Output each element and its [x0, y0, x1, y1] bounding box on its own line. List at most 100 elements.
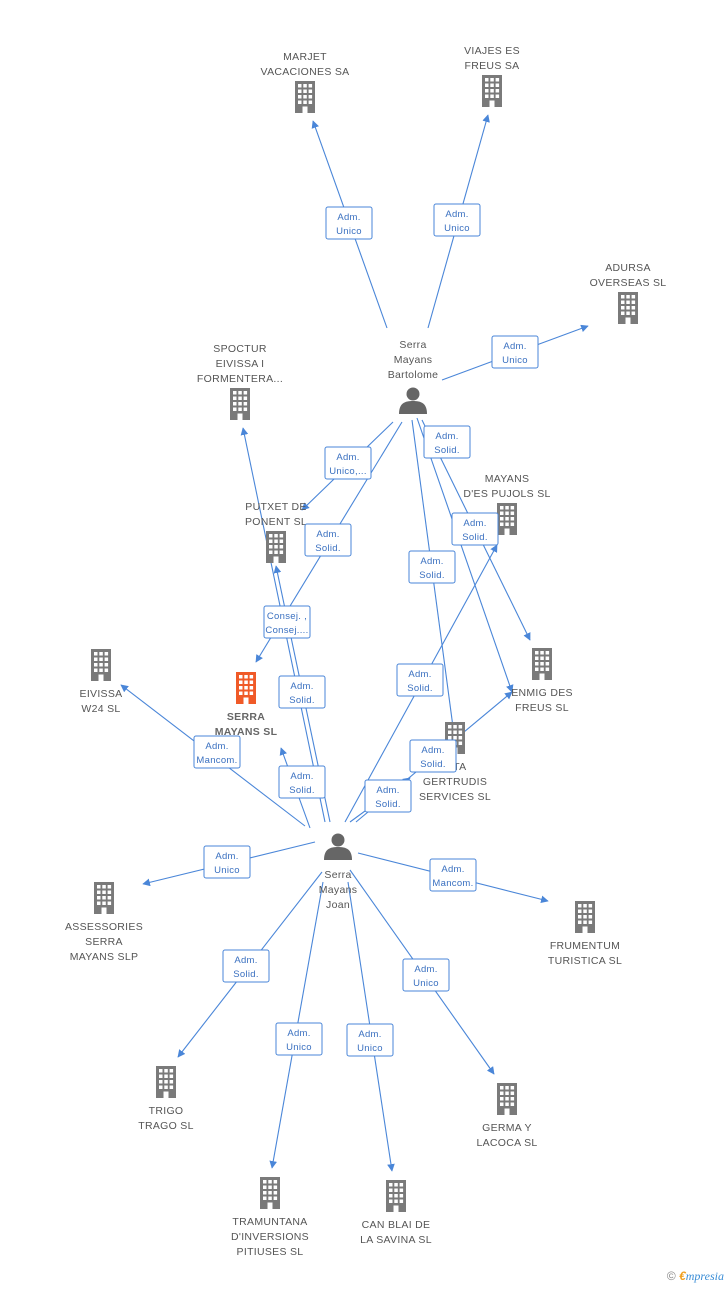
node-label: FREUS SL: [515, 702, 569, 714]
node-label: SERRA: [227, 711, 265, 723]
edge-label-joan-gertrudis[interactable]: Adm.Solid.: [409, 739, 457, 773]
edge-label-box: [433, 203, 481, 237]
node-label: MAYANS SLP: [70, 951, 139, 963]
person-icon: [399, 387, 427, 414]
edge-label-box: [364, 779, 412, 813]
node-adursa[interactable]: ADURSA OVERSEAS SL: [590, 262, 667, 324]
edge-label-joan-frumentum[interactable]: Adm.Mancom.: [429, 858, 477, 892]
edge-label-box: [222, 949, 270, 983]
node-label: PITIUSES SL: [237, 1246, 304, 1258]
edge-label-line: Unico: [357, 1043, 383, 1054]
edge-label-line: Solid.: [407, 683, 433, 694]
edge-label-line: Unico: [214, 865, 240, 876]
node-assessories[interactable]: ASSESSORIES SERRA MAYANS SLP: [65, 882, 143, 963]
edge-label-line: Solid.: [375, 799, 401, 810]
edge-label-joan-germa[interactable]: Adm.Unico: [402, 958, 450, 992]
edge-label-bartolome-serramayans[interactable]: Adm.Solid.: [304, 523, 352, 557]
edge-label-bartolome-gertrudis[interactable]: Adm. Solid.: [408, 550, 456, 584]
edge-label-line: Consej. ,: [267, 611, 307, 622]
footer-brand[interactable]: © €mpresia: [667, 1269, 724, 1284]
building-icon: [260, 1177, 280, 1209]
building-icon: [91, 649, 111, 681]
node-label: EIVISSA: [80, 688, 123, 700]
edge-label-bartolome-enmig[interactable]: Adm. Solid.: [451, 512, 499, 546]
edge-label-line: Unico,...: [329, 466, 367, 477]
edge-label-line: Adm.: [420, 556, 443, 567]
edge-label-joan-trigo[interactable]: Adm.Solid.: [222, 949, 270, 983]
edge-label-bartolome-mayanspujols[interactable]: Adm.Solid.: [423, 425, 471, 459]
node-label: ADURSA: [605, 262, 651, 274]
edge-label-box: [409, 739, 457, 773]
edge-label-bartolome-putxet[interactable]: Adm. Unico,...: [324, 446, 372, 480]
node-label: Serra: [324, 869, 351, 881]
edge-label-joan-enmig[interactable]: Adm. Solid.: [364, 779, 412, 813]
edge-label-box: [263, 605, 311, 639]
node-label: TRIGO: [149, 1105, 184, 1117]
edge-label-line: Unico: [413, 978, 439, 989]
node-label: SERRA: [85, 936, 123, 948]
edge-label-line: Adm.: [376, 785, 399, 796]
edge-label-line: Solid.: [315, 543, 341, 554]
edge-label-joan-assessories[interactable]: Adm.Unico: [203, 845, 251, 879]
edge-label-bartolome-adursa[interactable]: Adm.Unico: [491, 335, 539, 369]
edge-label-joan-canblai[interactable]: Adm. Unico: [346, 1023, 394, 1057]
node-label: PUTXET DE: [245, 501, 306, 513]
edge-label-line: Adm.: [503, 341, 526, 352]
edge-labels-layer: Adm.UnicoAdm.UnicoAdm.UnicoAdm.Solid.Adm…: [193, 203, 539, 1057]
brand-logo-text: mpresia: [685, 1269, 724, 1283]
edge-label-box: [275, 1022, 323, 1056]
edge-label-line: Solid.: [419, 570, 445, 581]
node-label: ASSESSORIES: [65, 921, 143, 933]
edge-label-line: Adm.: [336, 452, 359, 463]
edge-label-joan-mayanspujols[interactable]: Adm. Solid.: [396, 663, 444, 697]
node-label: Serra: [399, 339, 426, 351]
edge-label-joan-serramayans[interactable]: Adm.Solid.: [278, 765, 326, 799]
edge-label-line: Adm.: [441, 864, 464, 875]
edge-label-joan-spoctur[interactable]: Consej. ,Consej....: [263, 605, 311, 639]
edge-label-bartolome-viajes[interactable]: Adm.Unico: [433, 203, 481, 237]
building-icon: [295, 81, 315, 113]
node-label: GERTRUDIS: [423, 776, 487, 788]
node-label: OVERSEAS SL: [590, 277, 667, 289]
building-icon: [482, 75, 502, 107]
edge-label-joan-putxet[interactable]: Adm. Solid.: [278, 675, 326, 709]
edge-label-joan-tramuntana[interactable]: Adm.Unico: [275, 1022, 323, 1056]
node-label: Joan: [326, 899, 350, 911]
node-label: D'ES PUJOLS SL: [463, 488, 550, 500]
building-icon: [497, 1083, 517, 1115]
node-label: LACOCA SL: [476, 1137, 537, 1149]
edge-label-bartolome-marjet[interactable]: Adm. Unico: [325, 206, 373, 240]
edge-label-line: Adm.: [234, 955, 257, 966]
building-icon: [386, 1180, 406, 1212]
edge-label-line: Adm.: [337, 212, 360, 223]
edge-label-line: Adm.: [408, 669, 431, 680]
edge-label-line: Solid.: [434, 445, 460, 456]
edge-label-line: Solid.: [462, 532, 488, 543]
edge-label-joan-eivissa[interactable]: Adm.Mancom.: [193, 735, 241, 769]
edge-label-line: Solid.: [289, 695, 315, 706]
building-icon: [156, 1066, 176, 1098]
edge-label-box: [451, 512, 499, 546]
edge-label-box: [324, 446, 372, 480]
edge-label-line: Adm.: [463, 518, 486, 529]
edge-label-line: Adm.: [290, 681, 313, 692]
building-icon: [532, 648, 552, 680]
edge-label-line: Unico: [336, 226, 362, 237]
node-label: VACACIONES SA: [261, 66, 350, 78]
edge-label-line: Adm.: [358, 1029, 381, 1040]
